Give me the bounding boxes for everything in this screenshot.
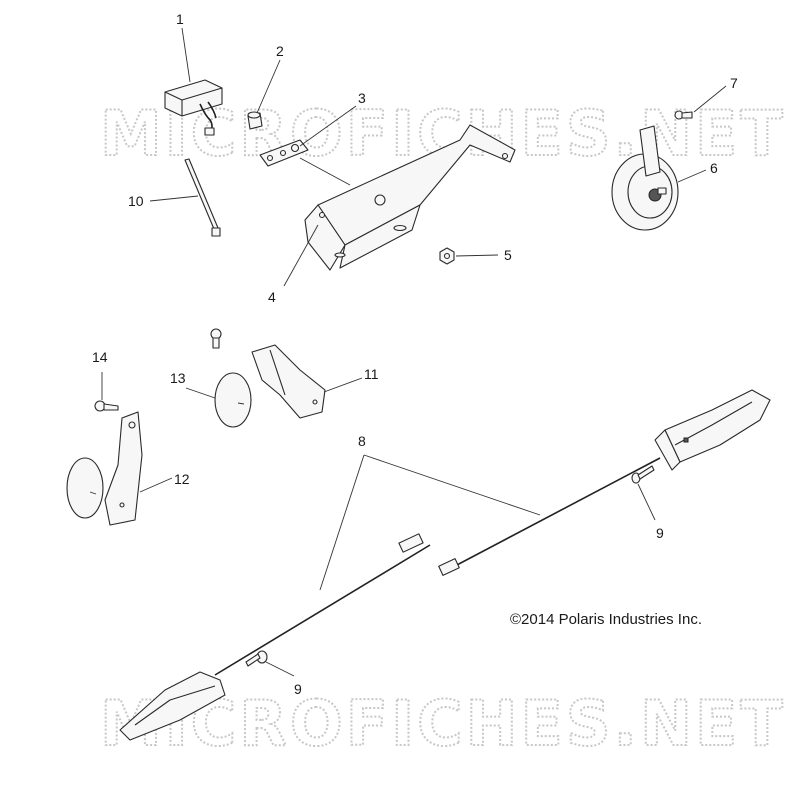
callout-numbers: 1 2 3 4 5 6 7 8 9 9 10 11 12 13 14 bbox=[92, 11, 738, 697]
leader-lines bbox=[101, 27, 727, 677]
part-9-screw-left[interactable] bbox=[245, 650, 268, 667]
callout-13: 13 bbox=[170, 370, 186, 386]
callout-5: 5 bbox=[504, 247, 512, 263]
callout-9-right: 9 bbox=[656, 525, 664, 541]
callout-7: 7 bbox=[730, 75, 738, 91]
callout-3: 3 bbox=[358, 90, 366, 106]
part-3-plate[interactable] bbox=[259, 139, 309, 167]
part-5-nut[interactable] bbox=[439, 247, 455, 265]
part-14-screw[interactable] bbox=[94, 400, 119, 412]
callout-6: 6 bbox=[710, 160, 718, 176]
callout-4: 4 bbox=[268, 289, 276, 305]
part-9-screw-right[interactable] bbox=[631, 465, 655, 484]
part-13-reflector-lens[interactable] bbox=[214, 372, 252, 428]
part-7-screw[interactable] bbox=[674, 110, 693, 120]
callout-11: 11 bbox=[364, 366, 379, 382]
part-6-horn[interactable] bbox=[611, 125, 679, 231]
callout-9-left: 9 bbox=[294, 681, 302, 697]
part-10-cable-tie[interactable] bbox=[184, 158, 221, 237]
part-4-bracket[interactable] bbox=[304, 124, 516, 271]
callout-10: 10 bbox=[128, 193, 144, 209]
callout-2: 2 bbox=[276, 43, 284, 59]
part-12-reflector-bracket[interactable] bbox=[66, 411, 143, 526]
part-2-bushing[interactable] bbox=[247, 111, 263, 130]
part-8-turn-signal-assembly[interactable] bbox=[119, 389, 771, 741]
copyright-text: ©2014 Polaris Industries Inc. bbox=[510, 611, 702, 628]
callout-12: 12 bbox=[174, 471, 190, 487]
callout-8: 8 bbox=[358, 433, 366, 449]
part-11-reflector-bracket[interactable] bbox=[210, 328, 326, 419]
callout-1: 1 bbox=[176, 11, 184, 27]
callout-14: 14 bbox=[92, 349, 108, 365]
part-1-license-lamp[interactable] bbox=[164, 79, 223, 136]
